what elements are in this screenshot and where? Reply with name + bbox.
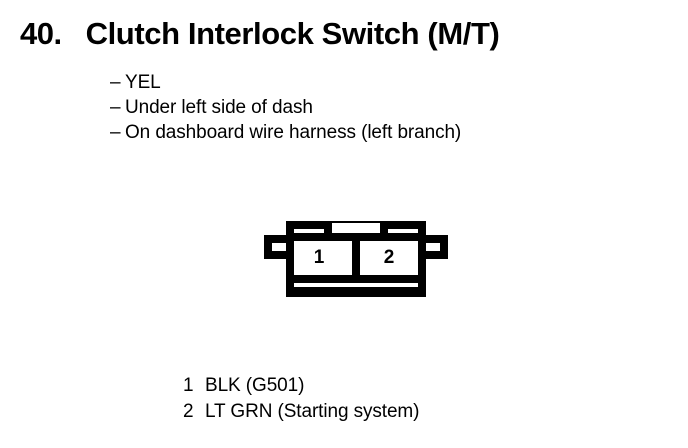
- connector-outline: [264, 221, 448, 297]
- page-title: 40. Clutch Interlock Switch (M/T): [20, 16, 500, 52]
- list-item: – Under left side of dash: [110, 95, 461, 120]
- pin-legend: 1 BLK (G501) 2 LT GRN (Starting system): [183, 373, 419, 425]
- cavity-number-2: 2: [384, 247, 395, 268]
- legend-row: 2 LT GRN (Starting system): [183, 399, 419, 425]
- item-title: Clutch Interlock Switch (M/T): [85, 16, 500, 51]
- legend-pin-description: BLK (G501): [205, 375, 305, 396]
- dash-icon: –: [110, 72, 121, 93]
- dash-icon: –: [110, 122, 121, 143]
- list-item: – On dashboard wire harness (left branch…: [110, 120, 461, 145]
- legend-pin-number: 2: [183, 401, 194, 422]
- list-item-label: YEL: [125, 72, 161, 93]
- legend-row: 1 BLK (G501): [183, 373, 419, 399]
- legend-pin-description: LT GRN (Starting system): [205, 401, 420, 422]
- connector-diagram: 1 2: [264, 219, 448, 303]
- list-item-label: Under left side of dash: [125, 97, 313, 118]
- detail-list: – YEL – Under left side of dash – On das…: [110, 70, 461, 145]
- dash-icon: –: [110, 97, 121, 118]
- list-item-label: On dashboard wire harness (left branch): [125, 122, 462, 143]
- cavity-number-1: 1: [314, 247, 325, 268]
- legend-pin-number: 1: [183, 375, 194, 396]
- item-number: 40.: [20, 16, 62, 51]
- list-item: – YEL: [110, 70, 461, 95]
